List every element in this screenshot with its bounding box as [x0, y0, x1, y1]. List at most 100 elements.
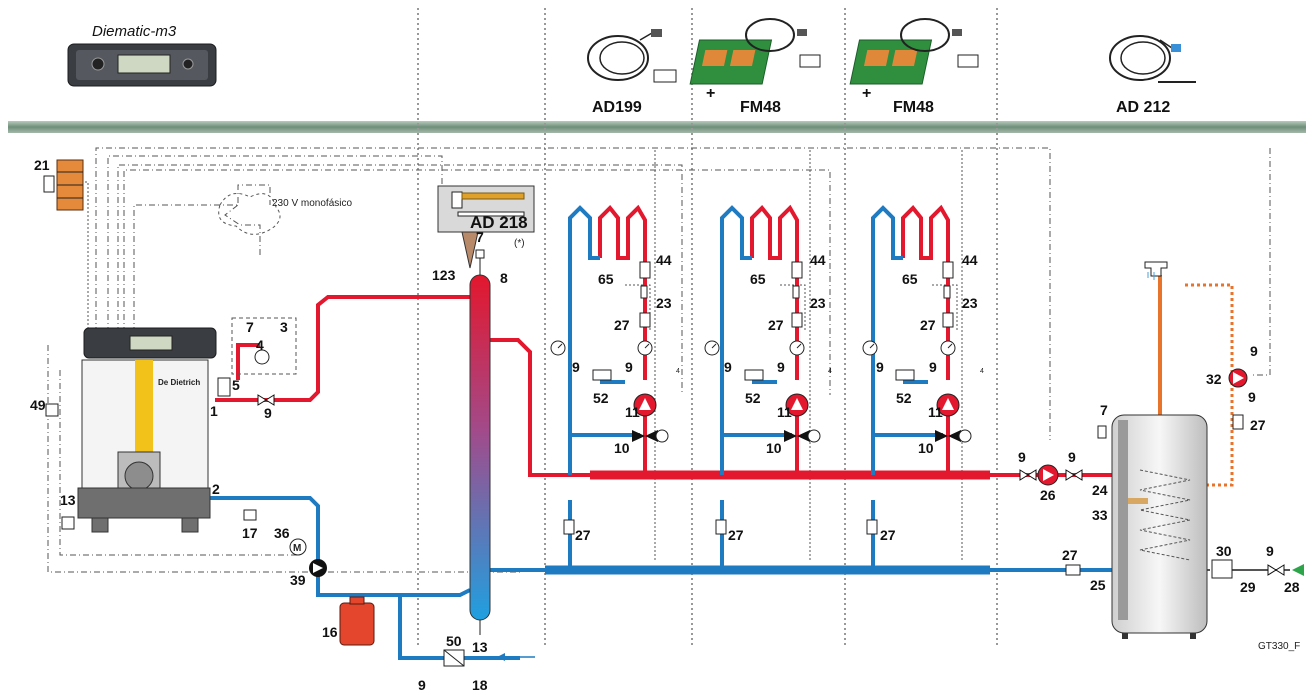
- boiler-unit: De Dietrich: [77, 327, 217, 533]
- thermometer-icon: [550, 340, 566, 356]
- label-23: 23: [962, 295, 978, 311]
- motor-letter: M: [293, 543, 301, 554]
- label-16: 16: [322, 624, 338, 640]
- component-numbers: 21 49 13 1 2 5 7 4 3 9 17 36 39 16 9 50 …: [30, 157, 1300, 691]
- label-13: 13: [60, 492, 76, 508]
- isolation-valve-icon: [1065, 469, 1083, 481]
- tank-sensor-icon: [1097, 425, 1107, 439]
- module-label-fm48: FM48: [740, 99, 781, 116]
- label-27: 27: [575, 527, 591, 543]
- label-9: 9: [1248, 389, 1256, 405]
- thermometer-icon: [862, 340, 878, 356]
- check-valve-icon: [715, 519, 727, 535]
- label-44: 44: [962, 252, 978, 268]
- module-label-fm48: FM48: [893, 99, 934, 116]
- label-52: 52: [593, 390, 609, 406]
- label-27: 27: [1250, 417, 1266, 433]
- label-27: 27: [920, 317, 936, 333]
- plus-sign: +: [862, 85, 871, 102]
- cable-sensor-icon: [587, 29, 677, 83]
- label-33: 33: [1092, 507, 1108, 523]
- label-23: 23: [810, 295, 826, 311]
- wall-sensor-icon: [43, 159, 84, 211]
- label-36: 36: [274, 525, 290, 541]
- figure-reference: GT330_F: [1258, 641, 1300, 652]
- label-25: 25: [1090, 577, 1106, 593]
- label-1: 1: [210, 403, 218, 419]
- control-wiring: [47, 147, 1271, 573]
- label-9: 9: [1068, 449, 1076, 465]
- label-29: 29: [1240, 579, 1256, 595]
- ad218-label: AD 218: [470, 213, 528, 232]
- pump-icon: [936, 393, 960, 417]
- label-9: 9: [1018, 449, 1026, 465]
- pump-icon: [309, 559, 327, 577]
- header-zone: Diematic-m3 AD199 + FM48: [8, 8, 1306, 645]
- label-26: 26: [1040, 487, 1056, 503]
- motorized-valve-icon: M: [289, 538, 307, 556]
- label-44: 44: [656, 252, 672, 268]
- module-label-ad212: AD 212: [1116, 99, 1170, 116]
- flow-sensor-icon: [792, 285, 800, 299]
- flow-sensor-icon: [640, 285, 648, 299]
- isolation-valve-icon: [257, 394, 275, 406]
- fm48-board-icon: [849, 18, 979, 85]
- mixing-valve-icon: [935, 429, 972, 443]
- cable-sensor-icon: [1109, 35, 1196, 83]
- pressure-reducer-icon: [1211, 559, 1233, 579]
- label-27: 27: [1062, 547, 1078, 563]
- isolation-valve-icon: [1267, 564, 1285, 576]
- label-3: 3: [280, 319, 288, 335]
- thermometer-icon: [789, 340, 805, 356]
- label-65: 65: [902, 271, 918, 287]
- safety-thermostat-icon: [791, 261, 803, 279]
- label-9: 9: [929, 359, 937, 375]
- safety-group-box: [231, 317, 297, 375]
- controller-label: Diematic-m3: [92, 23, 177, 40]
- label-9: 9: [1250, 343, 1258, 359]
- label-7: 7: [476, 229, 484, 245]
- label-9: 9: [876, 359, 884, 375]
- pressure-gauge-icon: [254, 349, 270, 365]
- label-7: 7: [246, 319, 254, 335]
- pump-icon: [1037, 464, 1059, 486]
- label-27: 27: [614, 317, 630, 333]
- label-2: 2: [212, 481, 220, 497]
- label-9: 9: [724, 359, 732, 375]
- label-10: 10: [918, 440, 934, 456]
- safety-thermostat-icon: [942, 261, 954, 279]
- check-valve-icon: [639, 312, 651, 328]
- label-8: 8: [500, 270, 508, 286]
- label-9: 9: [777, 359, 785, 375]
- label-9: 9: [1266, 543, 1274, 559]
- differential-valve-icon: [895, 369, 915, 381]
- label-4: 4: [256, 337, 264, 353]
- check-valve-icon: [1232, 414, 1244, 430]
- mixing-valve-icon: [784, 429, 821, 443]
- check-valve-icon: [791, 312, 803, 328]
- thermometer-icon: [637, 340, 653, 356]
- label-11: 11: [928, 404, 943, 420]
- check-valve-icon: [563, 519, 575, 535]
- inlet-arrow-icon: [1292, 564, 1304, 576]
- differential-valve-icon: [744, 369, 764, 381]
- differential-valve-icon: [592, 369, 612, 381]
- hydraulic-bottle: [469, 249, 491, 635]
- label-52: 52: [896, 390, 912, 406]
- label-123: 123: [432, 267, 456, 283]
- label-small-4: 4: [828, 368, 832, 375]
- label-27: 27: [880, 527, 896, 543]
- label-27: 27: [768, 317, 784, 333]
- power-supply-cloud: [218, 192, 281, 235]
- thermometer-icon: [704, 340, 720, 356]
- pipework: [208, 204, 1290, 660]
- header-divider-bar: [8, 121, 1306, 133]
- label-65: 65: [598, 271, 614, 287]
- label-17: 17: [242, 525, 258, 541]
- isolation-valve-icon: [1019, 469, 1037, 481]
- safety-thermostat-icon: [639, 261, 651, 279]
- pump-icon: [1228, 368, 1248, 388]
- expansion-vessel-icon: [339, 596, 375, 646]
- ad218-sensor-callout: [437, 185, 535, 269]
